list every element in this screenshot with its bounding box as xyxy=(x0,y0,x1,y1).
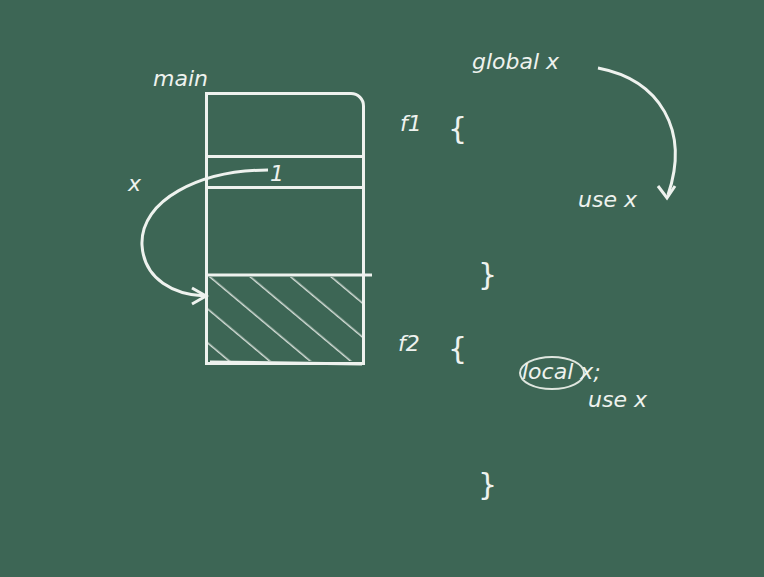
frame-heading: main xyxy=(153,67,208,91)
chalk-note: } xyxy=(478,468,497,501)
hatched-frame xyxy=(208,277,364,361)
chalk-note: { xyxy=(448,112,467,145)
arrow-head xyxy=(192,288,206,304)
chalk-note: x xyxy=(128,172,141,196)
stack-frame: 1 xyxy=(208,155,362,189)
chalk-note: use x xyxy=(588,388,647,412)
arrow-head xyxy=(658,186,675,198)
chalk-note: global x xyxy=(472,50,559,74)
frame-divider xyxy=(205,274,372,277)
chalk-note: local x; xyxy=(522,360,601,384)
stack-value: 1 xyxy=(270,162,284,186)
scope-arrow xyxy=(598,68,675,195)
chalk-note: { xyxy=(448,332,467,365)
stack: main1 xyxy=(205,92,365,365)
chalk-note: f1 xyxy=(400,112,422,136)
chalk-note: use x xyxy=(578,188,637,212)
chalk-note: } xyxy=(478,258,497,291)
chalk-note: f2 xyxy=(398,332,420,356)
